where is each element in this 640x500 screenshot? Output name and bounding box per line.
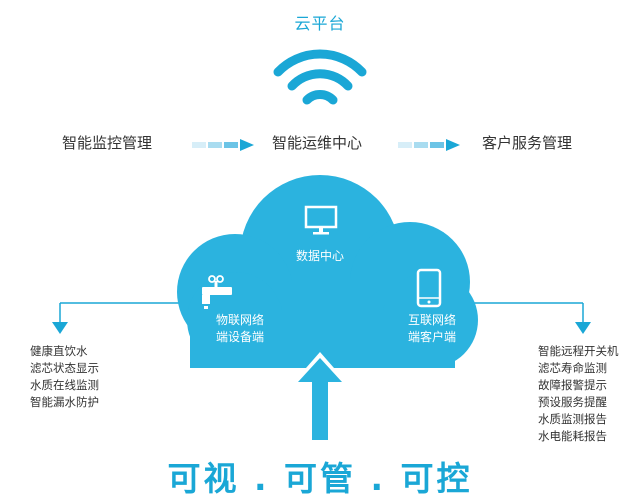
slogan: 可视 . 可管 . 可控	[167, 459, 473, 498]
cloud-shape	[177, 175, 478, 368]
monitor-icon	[304, 205, 338, 235]
iot-device-line-2: 端设备端	[215, 330, 264, 344]
customer-service-label: 客户服务管理	[482, 134, 573, 152]
list-item: 智能远程开关机	[538, 344, 619, 358]
faucet-icon	[202, 275, 232, 309]
list-item: 水质在线监测	[30, 378, 99, 392]
list-item: 水质监测报告	[538, 412, 607, 426]
internet-client-line-1: 互联网络	[407, 313, 456, 327]
list-item: 故障报警提示	[538, 378, 607, 392]
list-item: 滤芯寿命监测	[538, 361, 607, 375]
upward-arrow	[292, 352, 348, 440]
arrow-right-icon	[192, 139, 254, 151]
right-feature-list: 智能远程开关机 滤芯寿命监测 故障报警提示 预设服务提醒 水质监测报告 水电能耗…	[538, 343, 619, 445]
iot-device-label: 物联网络 端设备端	[200, 312, 280, 346]
smart-monitoring-label: 智能监控管理	[62, 134, 153, 152]
iot-device-line-1: 物联网络	[215, 313, 264, 327]
list-item: 智能漏水防护	[30, 395, 99, 409]
list-item: 预设服务提醒	[538, 395, 607, 409]
wifi-icon	[273, 49, 367, 105]
list-item: 滤芯状态显示	[30, 361, 99, 375]
data-center-label: 数据中心	[295, 249, 344, 263]
platform-title: 云平台	[294, 14, 346, 33]
smartphone-icon	[416, 268, 442, 308]
internet-client-line-2: 端客户端	[407, 330, 456, 344]
arrow-right-icon	[398, 139, 460, 151]
smart-ops-center-label: 智能运维中心	[272, 134, 363, 152]
left-feature-list: 健康直饮水 滤芯状态显示 水质在线监测 智能漏水防护	[30, 343, 99, 411]
list-item: 水电能耗报告	[538, 429, 607, 443]
list-item: 健康直饮水	[30, 344, 88, 358]
internet-client-label: 互联网络 端客户端	[392, 312, 472, 346]
